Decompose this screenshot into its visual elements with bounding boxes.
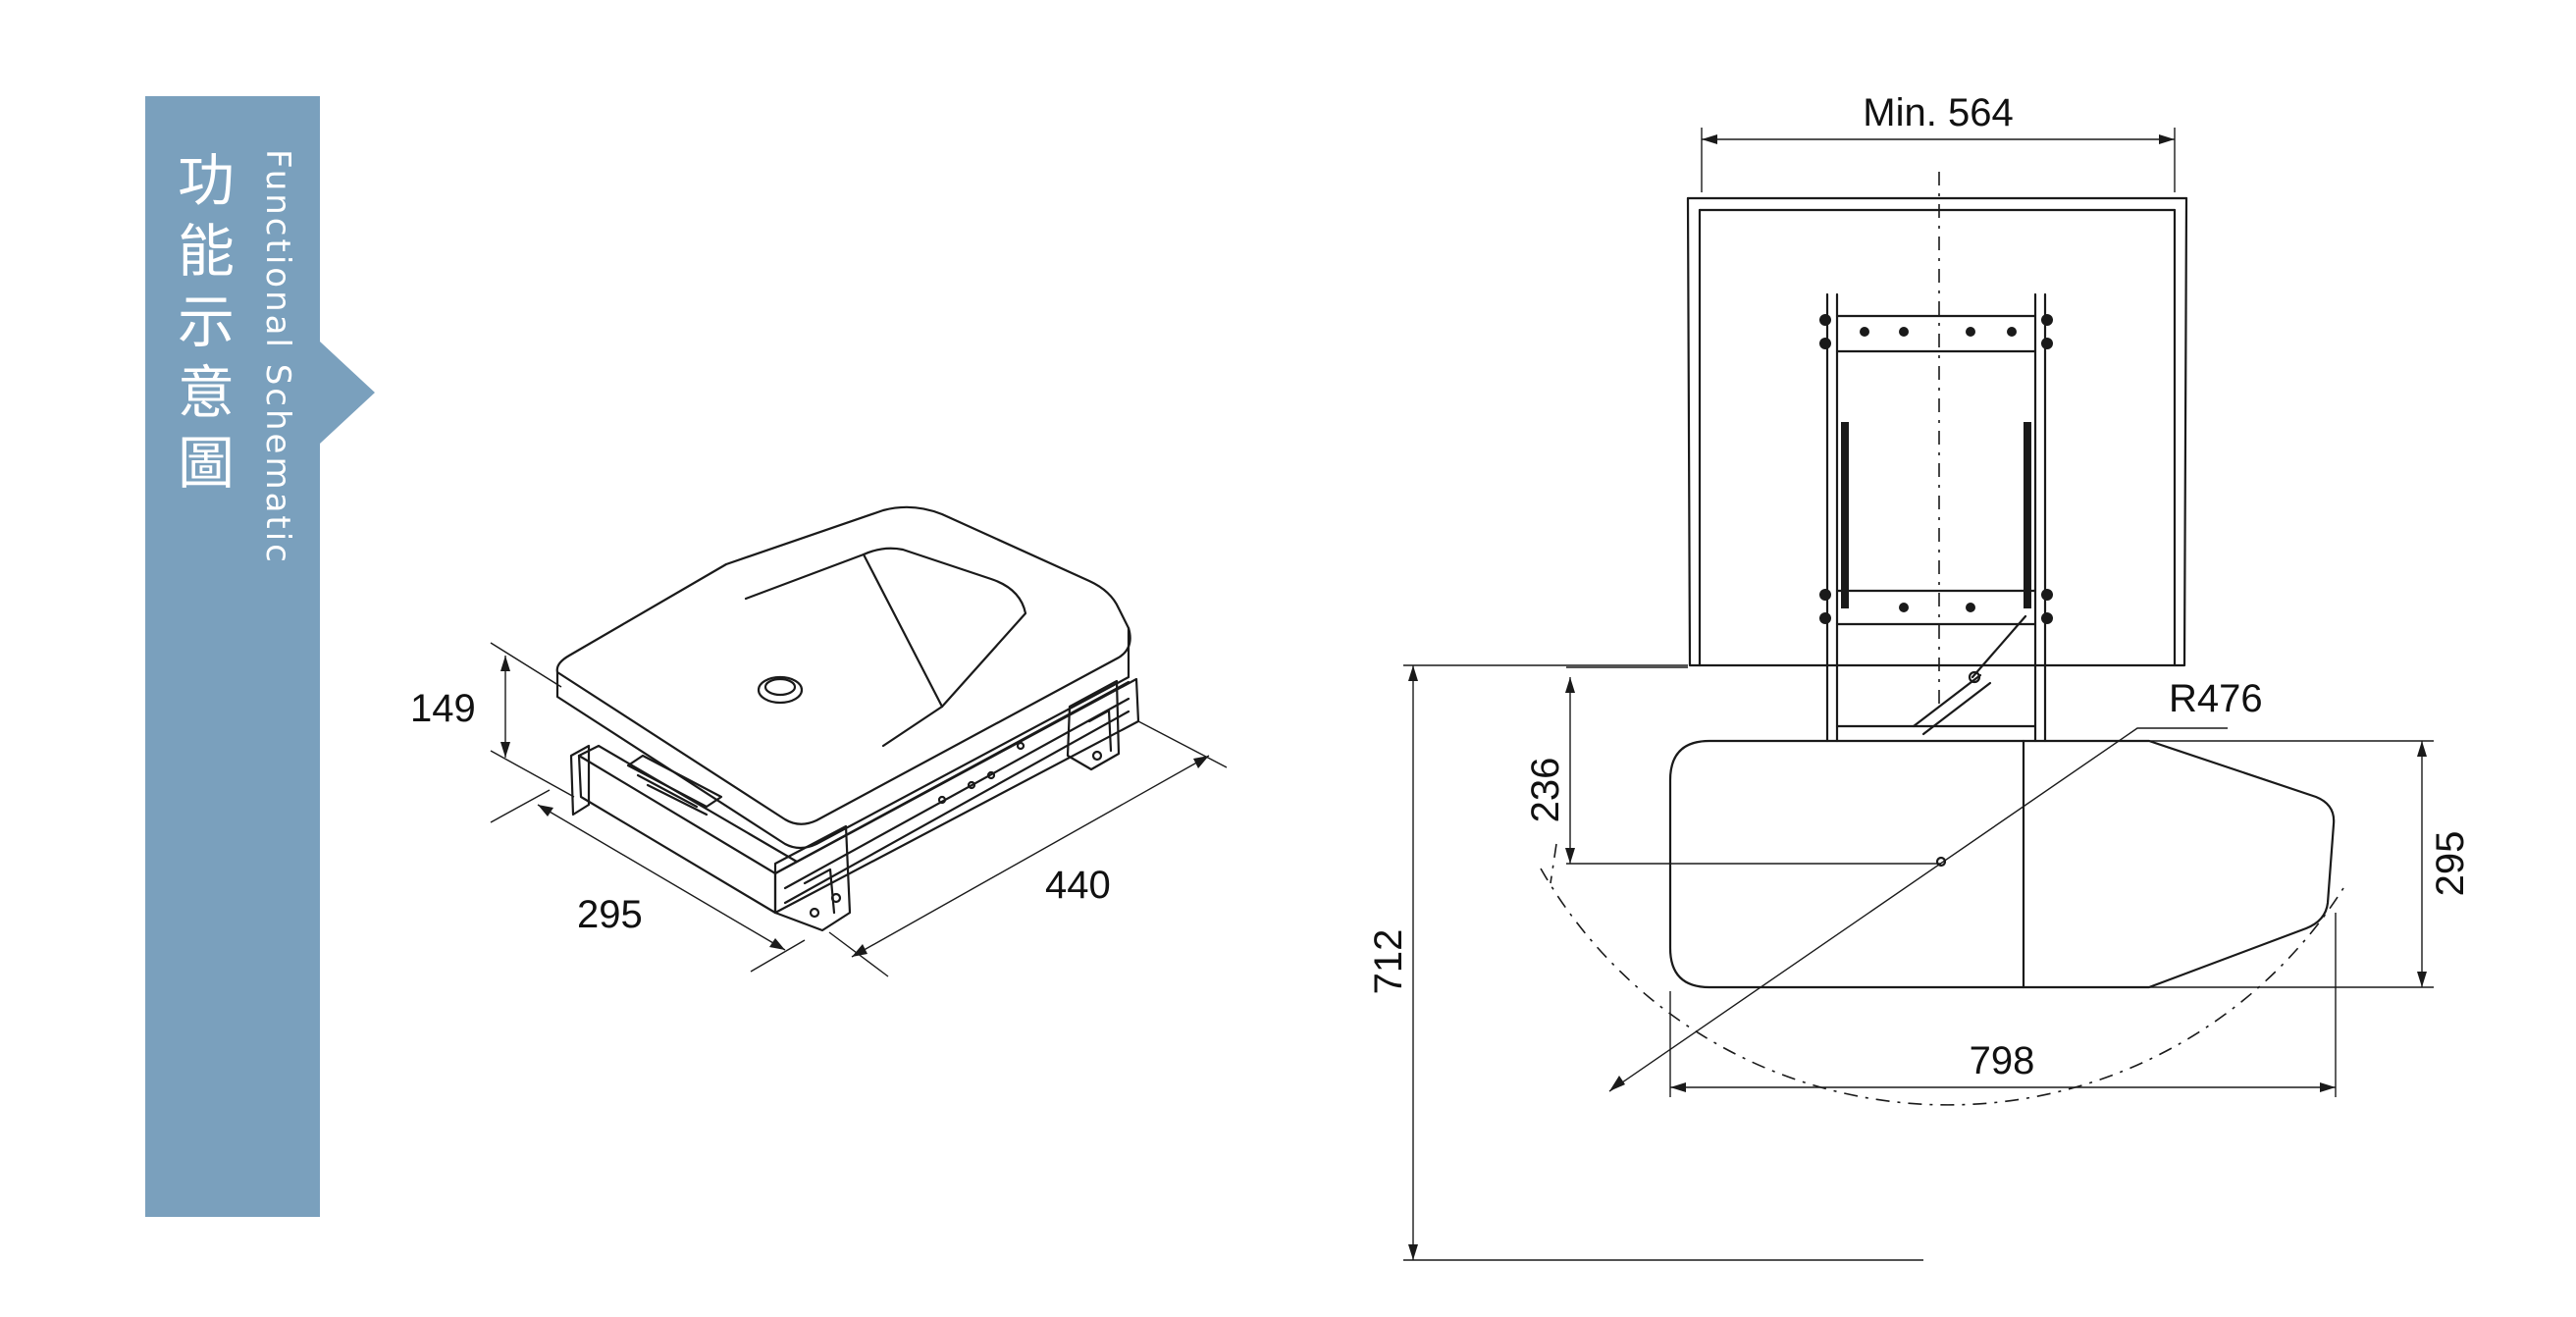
title-zh-char-3: 示 <box>178 289 235 355</box>
dim-radius-label: R476 <box>2169 677 2263 720</box>
dim-depth-label: 295 <box>577 893 643 936</box>
title-zh-char-4: 意 <box>178 359 235 426</box>
dim-width-label: 440 <box>1045 864 1111 907</box>
ironing-board-folded <box>555 505 1131 850</box>
iso-product-view: 149 295 440 <box>410 505 1228 977</box>
pullout-frame <box>1819 292 2053 743</box>
title-en: Functional Schematic <box>258 149 297 565</box>
dim-height-label: 149 <box>410 687 476 730</box>
dim-offset-label: 236 <box>1524 758 1567 823</box>
swing-arc <box>1540 868 2344 1106</box>
dim-board-length-label: 798 <box>1970 1039 2035 1082</box>
dim-total-depth-label: 712 <box>1367 929 1410 995</box>
title-zh-char-2: 能 <box>178 218 235 285</box>
banner-flag <box>145 96 375 1217</box>
dim-board-width-label: 295 <box>2429 831 2472 897</box>
iso-dimension-lines <box>490 642 1228 977</box>
dim-cabinet-width-label: Min. 564 <box>1863 91 2013 134</box>
title-zh-char-1: 功 <box>178 147 235 214</box>
title-zh-char-5: 圖 <box>178 430 235 497</box>
cabinet-outline <box>1686 172 2188 707</box>
title-zh-vertical: 功 能 示 意 圖 <box>178 147 235 497</box>
plan-dimension-lines <box>1403 128 2434 1261</box>
slide-mechanism <box>569 677 1140 932</box>
plan-view: Min. 564 R476 236 712 295 798 <box>1367 91 2472 1261</box>
